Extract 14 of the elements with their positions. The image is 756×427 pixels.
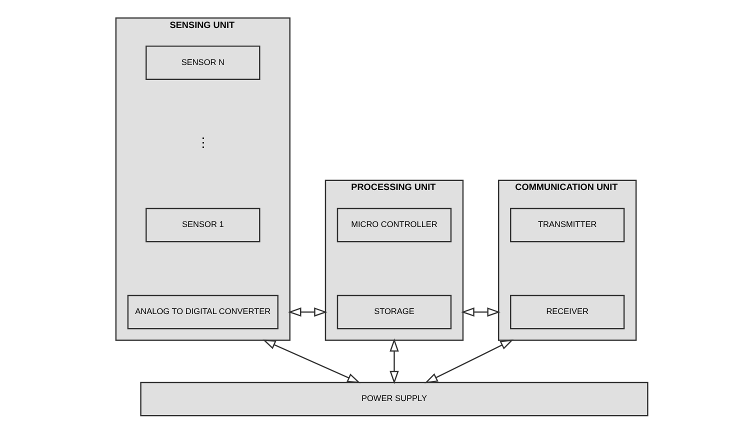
node-box: MICRO CONTROLLER xyxy=(336,208,452,242)
arrow xyxy=(460,307,500,317)
node-box: SENSOR N xyxy=(145,46,260,80)
node-box: TRANSMITTER xyxy=(510,208,624,242)
node-box: ANALOG TO DIGITAL CONVERTER xyxy=(126,294,278,330)
label: ⋮ xyxy=(196,135,209,150)
node-box: RECEIVER xyxy=(510,294,624,330)
arrow xyxy=(424,339,514,384)
node-box: SENSOR 1 xyxy=(145,208,260,242)
node-box: POWER SUPPLY xyxy=(140,382,648,416)
arrow xyxy=(262,339,360,384)
arrow xyxy=(389,338,398,384)
node-box: STORAGE xyxy=(336,294,452,330)
arrow xyxy=(288,307,327,317)
